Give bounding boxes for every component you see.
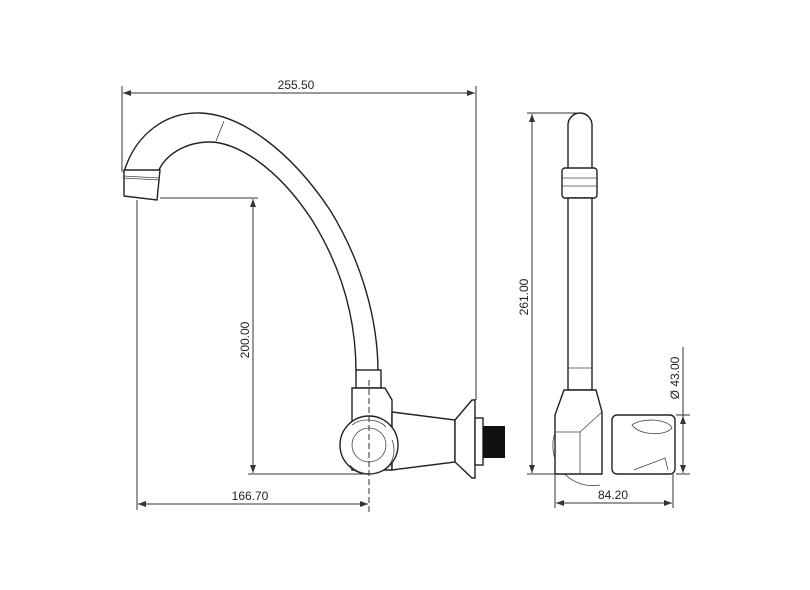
dimension-label-depth: 84.20: [598, 488, 628, 502]
dimension-handle-diameter: Ø 43.00: [668, 347, 690, 475]
aerator: [122, 169, 161, 201]
dimension-label-spout-height: 200.00: [238, 321, 252, 358]
dimension-spout-height: 200.00: [160, 197, 372, 475]
thread-connector: [483, 426, 505, 458]
dimension-label-handle-diameter: Ø 43.00: [668, 356, 682, 399]
valve-body: [339, 369, 505, 479]
dimension-overall-height: 261.00: [517, 112, 582, 475]
dimension-depth: 84.20: [554, 474, 674, 508]
dimension-label-overall-width: 255.50: [278, 78, 315, 92]
dimension-label-overall-height: 261.00: [517, 278, 531, 315]
handle-side: [611, 414, 676, 475]
spout-tip: [567, 112, 593, 171]
aerator: [561, 167, 598, 199]
dimension-label-spout-reach: 166.70: [232, 489, 269, 503]
dimension-spout-reach: 166.70: [136, 200, 370, 512]
spout-tube: [567, 197, 593, 391]
front-view: 255.50 200.00 166.70: [121, 78, 505, 512]
dimension-overall-width: 255.50: [121, 78, 477, 400]
spout: [123, 112, 379, 373]
side-view: 261.00 Ø 43.00 84.20: [517, 112, 690, 508]
